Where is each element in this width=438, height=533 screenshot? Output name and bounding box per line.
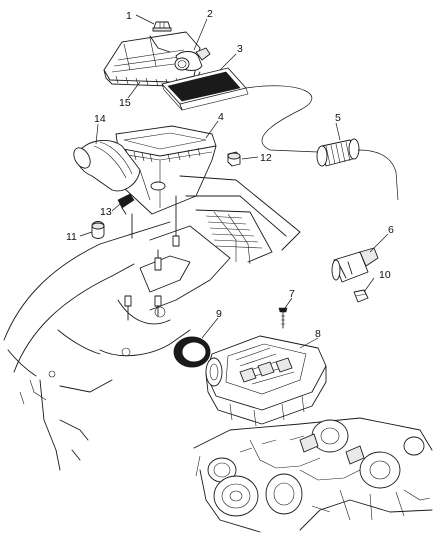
part-12-grommet [227, 151, 241, 167]
callout-2: 2 [207, 8, 213, 20]
part-13-bracket [117, 193, 135, 215]
part-8-intake-manifold [205, 335, 327, 427]
callout-14: 14 [94, 113, 106, 125]
part-7-screw [278, 307, 288, 329]
part-11-grommet [91, 221, 105, 239]
part-3-air-filter [161, 67, 249, 111]
callout-10: 10 [379, 269, 391, 281]
part-5-hose [245, 85, 399, 201]
callout-13: 13 [100, 206, 112, 218]
callout-15: 15 [119, 97, 131, 109]
callout-8: 8 [315, 328, 321, 340]
callout-12: 12 [260, 152, 272, 164]
callout-3: 3 [237, 43, 243, 55]
part-6-sensor [331, 247, 379, 283]
callout-6: 6 [388, 224, 394, 236]
part-4-air-cleaner-housing [115, 125, 217, 215]
callout-labels: 1 2 3 4 5 6 7 8 9 10 11 12 13 14 15 [66, 8, 394, 340]
callout-9: 9 [216, 308, 222, 320]
leader-lines [79, 14, 389, 349]
part-10-clip [353, 289, 369, 303]
callout-7: 7 [289, 288, 295, 300]
part-9-seal [173, 336, 211, 368]
callout-11: 11 [66, 231, 77, 243]
mounting-studs [124, 195, 180, 321]
engine-compartment [3, 175, 301, 471]
callout-4: 4 [218, 111, 224, 123]
callout-5: 5 [335, 112, 341, 124]
engine-block [193, 417, 433, 533]
part-1-cap-nut [152, 21, 172, 32]
part-14-intake-duct [73, 140, 141, 192]
callout-1: 1 [126, 10, 132, 22]
part-2-sensor-elbow [174, 47, 211, 71]
